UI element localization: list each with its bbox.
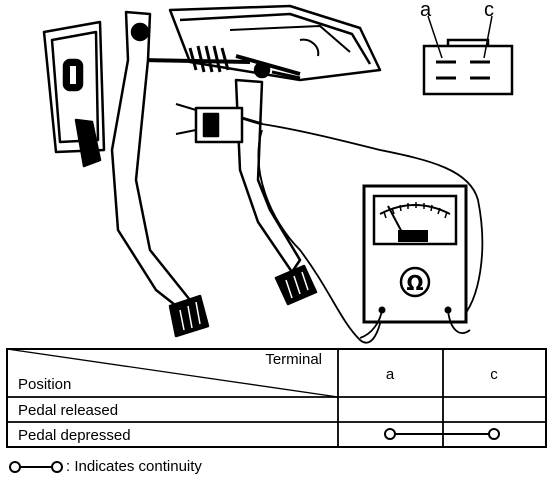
meter-scale-arc <box>379 204 451 215</box>
ohm-dial <box>399 266 431 298</box>
leader-line-a <box>427 15 443 59</box>
continuity-symbol <box>9 460 63 473</box>
continuity-marker-pedal-depressed <box>384 428 500 440</box>
header-terminal: Terminal <box>265 351 322 368</box>
legend: : Indicates continuity <box>8 458 202 475</box>
pedal-assembly <box>42 4 382 338</box>
meter-needle-pivot <box>398 230 428 242</box>
column-header-c: c <box>490 366 498 383</box>
header-position: Position <box>18 376 71 393</box>
continuity-table: Terminal Position a c Pedal released Ped… <box>6 348 547 448</box>
terminal-label-a: a <box>420 0 432 21</box>
connector-inset: a c <box>420 0 514 96</box>
probe-wires <box>257 123 484 344</box>
connector-body <box>422 44 514 96</box>
table-border <box>6 348 547 448</box>
row-label-pedal-released: Pedal released <box>18 402 118 419</box>
header-diagonal <box>6 348 339 398</box>
terminal-label-c: c <box>484 0 494 21</box>
ohmmeter: Ω <box>359 184 471 339</box>
legend-text: : Indicates continuity <box>66 458 202 475</box>
column-header-a: a <box>386 366 395 383</box>
ohm-symbol: Ω <box>406 271 423 295</box>
leader-line-c <box>483 15 493 59</box>
row-label-pedal-depressed: Pedal depressed <box>18 427 131 444</box>
connector-latch <box>446 38 490 46</box>
